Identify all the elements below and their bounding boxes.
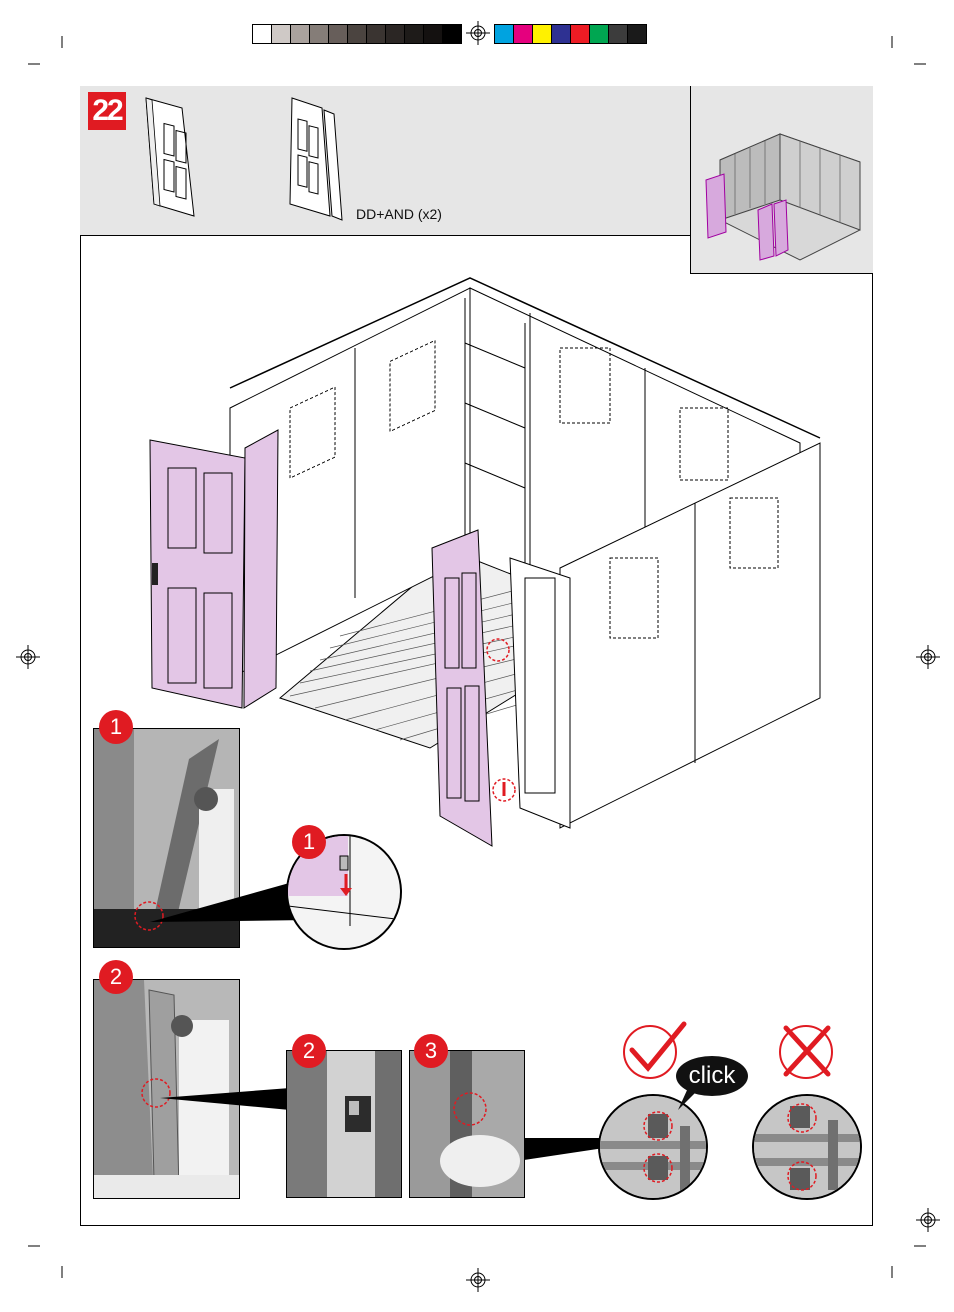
gray-swatch-8 [386, 25, 405, 43]
registration-mark-bottom [466, 1268, 490, 1292]
color-swatch-2 [514, 25, 533, 43]
shed-assembly-drawing [140, 268, 840, 868]
color-swatch-7 [609, 25, 628, 43]
door-part-left-icon [142, 96, 202, 226]
gray-swatch-2 [272, 25, 291, 43]
registration-mark-right [916, 645, 940, 669]
zoom-leader-2 [160, 1088, 300, 1128]
color-swatch-1 [495, 25, 514, 43]
registration-mark-left [16, 645, 40, 669]
gray-swatch-4 [310, 25, 329, 43]
color-swatch-8 [628, 25, 646, 43]
gray-swatch-1 [253, 25, 272, 43]
gray-swatch-3 [291, 25, 310, 43]
grayscale-calibration-bar [252, 24, 462, 44]
substep-badge-detail-2: 2 [292, 1034, 326, 1068]
color-swatch-4 [552, 25, 571, 43]
step-number-badge: 22 [88, 92, 126, 130]
substep-badge-detail-3: 3 [414, 1034, 448, 1068]
gray-swatch-10 [424, 25, 443, 43]
color-swatch-6 [590, 25, 609, 43]
substep-badge-1: 1 [99, 710, 133, 744]
door-part-right-icon [286, 96, 346, 226]
photo-detail-hinge-bracket [286, 1050, 402, 1198]
gray-swatch-7 [367, 25, 386, 43]
gray-swatch-6 [348, 25, 367, 43]
substep-badge-2: 2 [99, 960, 133, 994]
click-bubble-label: click [676, 1056, 748, 1096]
color-swatch-5 [571, 25, 590, 43]
gray-swatch-11 [443, 25, 461, 43]
gray-swatch-9 [405, 25, 424, 43]
cross-incorrect-icon [778, 1020, 838, 1080]
registration-mark-top [466, 21, 490, 45]
color-swatch-3 [533, 25, 552, 43]
gray-swatch-5 [329, 25, 348, 43]
registration-mark-bottom-right [916, 1208, 940, 1232]
shed-overview-icon [700, 120, 870, 260]
part-code-label: DD+AND (x2) [356, 206, 442, 222]
color-calibration-bar [494, 24, 647, 44]
photo-detail-pushing-door [409, 1050, 525, 1198]
incorrect-detail [752, 1094, 862, 1200]
substep-badge-zoom-1: 1 [292, 825, 326, 859]
